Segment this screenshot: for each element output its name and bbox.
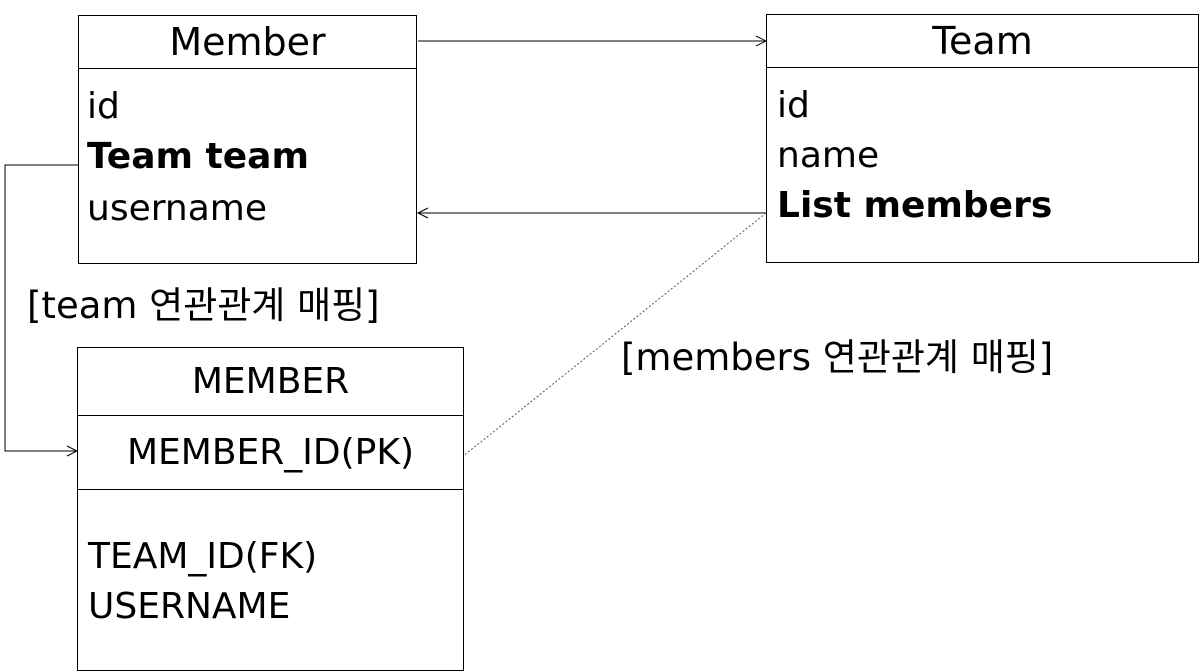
member-table-col-username: USERNAME <box>88 586 291 627</box>
team-field-id: id <box>777 85 810 126</box>
member-table-title: MEMBER <box>78 348 463 416</box>
member-table-col-team-id: TEAM_ID(FK) <box>88 536 318 577</box>
team-field-name: name <box>777 135 880 176</box>
member-table-box: MEMBER MEMBER_ID(PK) TEAM_ID(FK) USERNAM… <box>77 347 464 671</box>
team-class-title: Team <box>767 15 1198 68</box>
member-to-team-arrow <box>418 35 768 47</box>
member-table-pk: MEMBER_ID(PK) <box>78 416 463 490</box>
member-class-title: Member <box>79 16 416 69</box>
team-class-box: Team id name List members <box>766 14 1199 263</box>
members-mapping-caption: [members 연관관계 매핑] <box>621 336 1054 379</box>
member-field-id: id <box>87 86 120 127</box>
team-to-member-arrow <box>416 207 766 219</box>
member-class-box: Member id Team team username <box>78 15 417 264</box>
member-field-team: Team team <box>87 136 309 177</box>
member-field-username: username <box>87 188 267 229</box>
team-field-members: List members <box>777 185 1053 226</box>
team-mapping-caption: [team 연관관계 매핑] <box>27 284 380 327</box>
